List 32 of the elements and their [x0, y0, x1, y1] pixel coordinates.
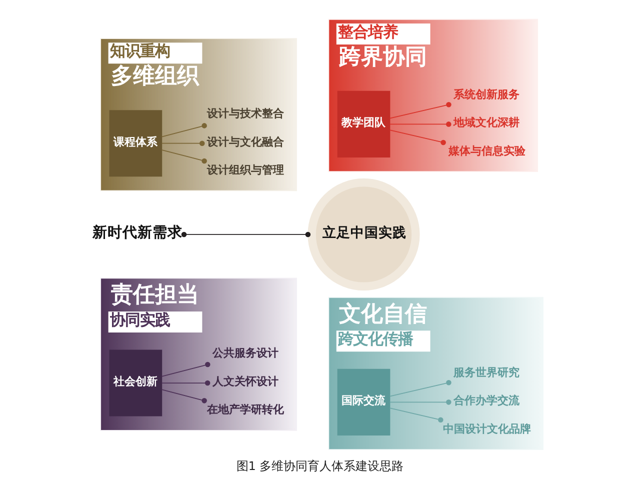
connector — [161, 389, 207, 404]
node-box: 教学团队 — [337, 90, 390, 158]
node-text: 合作办学交流 — [454, 394, 520, 408]
caption: 图1 多维协同育人体系建设思路 — [236, 458, 404, 473]
connector — [181, 232, 311, 238]
connector — [161, 149, 207, 164]
connector — [161, 380, 210, 386]
connector — [161, 140, 205, 146]
connector — [389, 122, 452, 127]
node-text: 公共服务设计 — [212, 346, 279, 360]
connector — [389, 400, 452, 405]
node-text: 媒体与信息实验 — [448, 144, 526, 158]
node-text: 服务世界研究 — [454, 366, 520, 379]
connector — [161, 362, 210, 377]
node-text: 设计组织与管理 — [207, 164, 284, 176]
node-text: 中国设计文化品牌 — [442, 422, 531, 436]
connector — [389, 380, 452, 397]
node-box: 课程体系 — [109, 110, 162, 177]
node-text: 设计与文化融合 — [207, 135, 284, 148]
node-text: 人文关怀设计 — [212, 374, 279, 388]
connector — [161, 123, 207, 138]
node-text: 在地产学研转化 — [207, 403, 284, 416]
node-text: 地域文化深耕 — [454, 116, 520, 130]
node-text: 设计与技术整合 — [207, 106, 284, 120]
connector — [389, 102, 452, 119]
node-text: 系统创新服务 — [454, 88, 520, 101]
node-text: 新时代新需求 — [92, 224, 182, 242]
connector — [389, 408, 444, 422]
node-circle: 立足中国实践 — [308, 178, 420, 291]
node-box: 国际交流 — [337, 368, 390, 436]
node-box: 社会创新 — [109, 350, 162, 416]
connector — [389, 130, 446, 146]
